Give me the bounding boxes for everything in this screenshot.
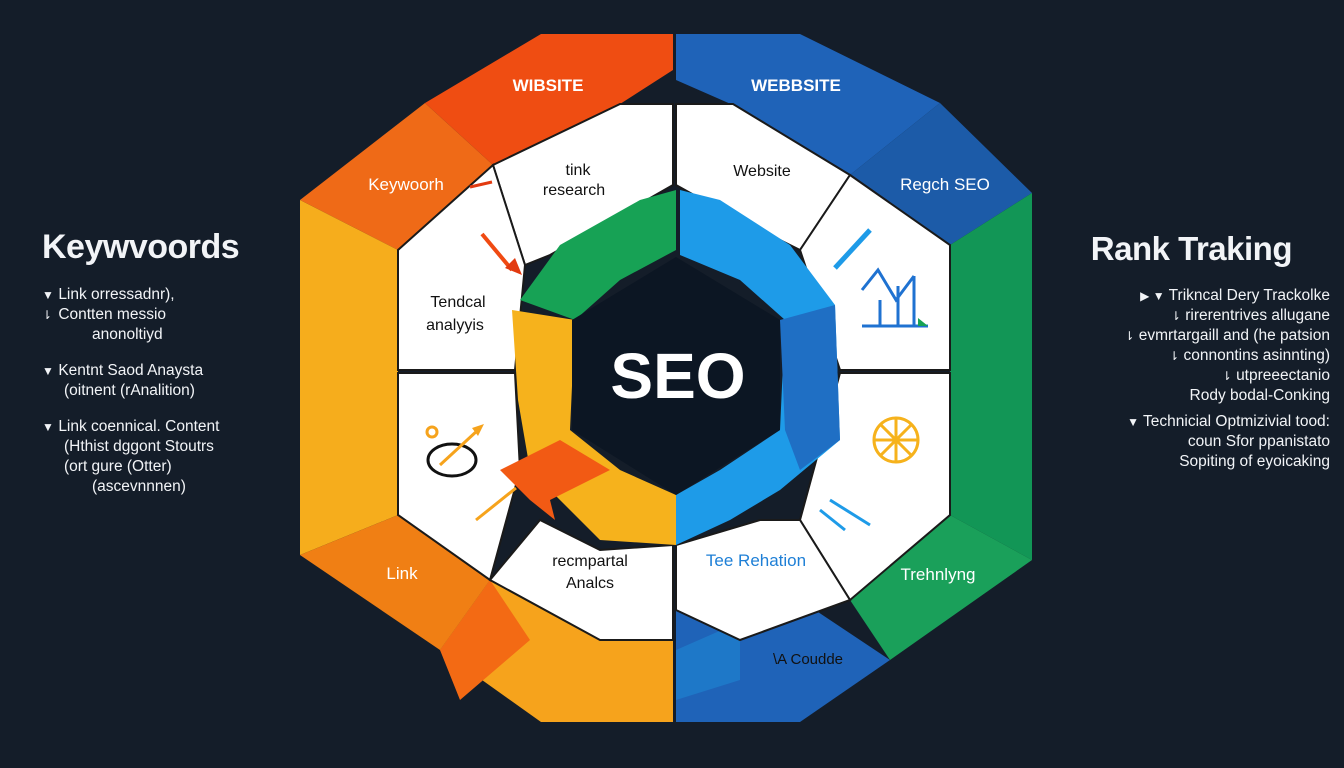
label-bottom-caption: \A Coudde xyxy=(773,651,843,668)
right-list-item: ▶ ▼ Trikncal Dery Trackolke xyxy=(1080,286,1330,306)
left-list-item: (Hthist dggont Stoutrs xyxy=(42,437,302,457)
ring-green xyxy=(520,190,676,320)
center-hexagon xyxy=(572,257,780,495)
right-list-item: Rody bodal-Conking xyxy=(1080,386,1330,406)
bullet-icon: ▼ xyxy=(42,364,54,378)
segment-upper-right xyxy=(850,103,1032,245)
label-inner-mid-left-1: Tendcal xyxy=(430,294,485,311)
label-upper-right: Regch SEO xyxy=(900,175,990,194)
right-list-item: ⇂ evmrtargaill and (he patsion xyxy=(1080,326,1330,346)
segment-top-left xyxy=(425,34,673,165)
segment-lower-right xyxy=(850,515,1032,660)
left-list-item: ▼ Link orressadnr), xyxy=(42,285,302,305)
left-list-item: ▼ Kentnt Saod Anaysta xyxy=(42,361,302,381)
right-panel-list: ▶ ▼ Trikncal Dery Trackolke⇂ rirerentriv… xyxy=(1080,286,1330,472)
segment-right xyxy=(950,193,1032,560)
left-list-item: (ort gure (Otter) xyxy=(42,457,302,477)
ring-blue-dark xyxy=(780,305,840,470)
left-list-item: ▼ Link coennical. Content xyxy=(42,417,302,437)
label-inner-bottom-right: Tee Rehation xyxy=(706,551,806,570)
segment-top-right xyxy=(676,34,940,175)
right-list-item: Sopiting of eyoicaking xyxy=(1080,452,1330,472)
right-panel: Rank Traking ▶ ▼ Trikncal Dery Trackolke… xyxy=(1080,230,1330,472)
panel-bottom-left xyxy=(488,518,674,641)
right-list-item: ⇂ utpreeectanio xyxy=(1080,366,1330,386)
accent-bottom-right xyxy=(676,622,740,700)
right-list-item: ⇂ connontins asinnting) xyxy=(1080,346,1330,366)
target-arrow-icon xyxy=(425,424,517,522)
left-list-text: Kentnt Saod Anaysta xyxy=(58,362,204,379)
right-list-item: coun Sfor ppanistato xyxy=(1080,432,1330,452)
right-list-text: utpreeectanio xyxy=(1236,367,1330,384)
label-top-left: WIBSITE xyxy=(513,76,584,95)
right-list-text: Technicial Optmizivial tood: xyxy=(1143,413,1330,430)
left-panel-title: Keywvoords xyxy=(42,228,240,266)
right-list-text: Rody bodal-Conking xyxy=(1189,387,1330,404)
bullet-icon: ▼ xyxy=(42,420,54,434)
left-list-text: (ascevnnnen) xyxy=(92,478,186,495)
left-list-item: (oitnent (rAnalition) xyxy=(42,381,302,401)
label-inner-top-left-1: tink xyxy=(566,162,592,179)
right-list-text: Trikncal Dery Trackolke xyxy=(1168,287,1330,304)
segment-left xyxy=(300,200,398,555)
left-panel: Keywvoords ▼ Link orressadnr),⇂ Contten … xyxy=(42,228,302,497)
label-lower-right: Trehnlyng xyxy=(901,565,976,584)
right-panel-title: Rank Traking xyxy=(1090,230,1293,267)
label-inner-top-left-2: research xyxy=(543,182,605,199)
bullet-icon: ▶ ▼ xyxy=(1140,289,1165,303)
right-list-text: connontins asinnting) xyxy=(1183,347,1331,364)
bullet-icon: ⇂ xyxy=(1124,329,1135,343)
pencil-arrow-icon xyxy=(469,180,522,275)
left-list-item: anonoltiyd xyxy=(42,325,302,345)
accent-bottom-left xyxy=(440,580,530,700)
label-top-right: WEBBSITE xyxy=(751,76,841,95)
label-inner-bottom-left-2: Analcs xyxy=(566,575,614,592)
bullet-icon: ▼ xyxy=(42,288,54,302)
bullet-icon: ▼ xyxy=(1127,415,1140,429)
center-label: SEO xyxy=(610,340,745,412)
label-inner-top-right: Website xyxy=(733,163,791,180)
left-list-text: Link orressadnr), xyxy=(58,286,175,303)
segment-upper-left xyxy=(300,103,493,250)
segment-lower-left xyxy=(300,515,490,650)
left-list-item: (ascevnnnen) xyxy=(42,477,302,497)
right-list-text: rirerentrives allugane xyxy=(1185,307,1330,324)
bullet-icon: ⇂ xyxy=(42,308,53,322)
left-list-text: (Hthist dggont Stoutrs xyxy=(64,438,214,455)
chart-graph-icon xyxy=(833,228,928,328)
ring-orange-dart xyxy=(500,440,610,520)
right-list-item: ⇂ rirerentrives allugane xyxy=(1080,306,1330,326)
left-list-text: (ort gure (Otter) xyxy=(64,458,172,475)
left-list-item: ⇂ Contten messio xyxy=(42,305,302,325)
left-list-text: anonoltiyd xyxy=(92,326,163,343)
left-list-text: Contten messio xyxy=(58,306,167,323)
label-inner-bottom-left-1: recmpartal xyxy=(552,553,628,570)
right-list-text: evmrtargaill and (he patsion xyxy=(1138,327,1330,344)
right-list-text: Sopiting of eyoicaking xyxy=(1179,453,1330,470)
label-lower-left: Link xyxy=(386,564,418,583)
bullet-icon: ⇂ xyxy=(1221,369,1232,383)
label-upper-left: Keywoorh xyxy=(368,175,444,194)
compass-star-icon xyxy=(819,416,920,532)
bullet-icon: ⇂ xyxy=(1169,349,1180,363)
left-list-text: (oitnent (rAnalition) xyxy=(64,382,195,399)
bullet-icon: ⇂ xyxy=(1170,309,1181,323)
right-list-item: ▼ Technicial Optmizivial tood: xyxy=(1080,412,1330,432)
right-list-text: coun Sfor ppanistato xyxy=(1187,433,1330,450)
left-list-text: Link coennical. Content xyxy=(58,418,220,435)
label-inner-mid-left-2: analyyis xyxy=(426,317,484,334)
panel-bottom-right xyxy=(675,519,852,642)
